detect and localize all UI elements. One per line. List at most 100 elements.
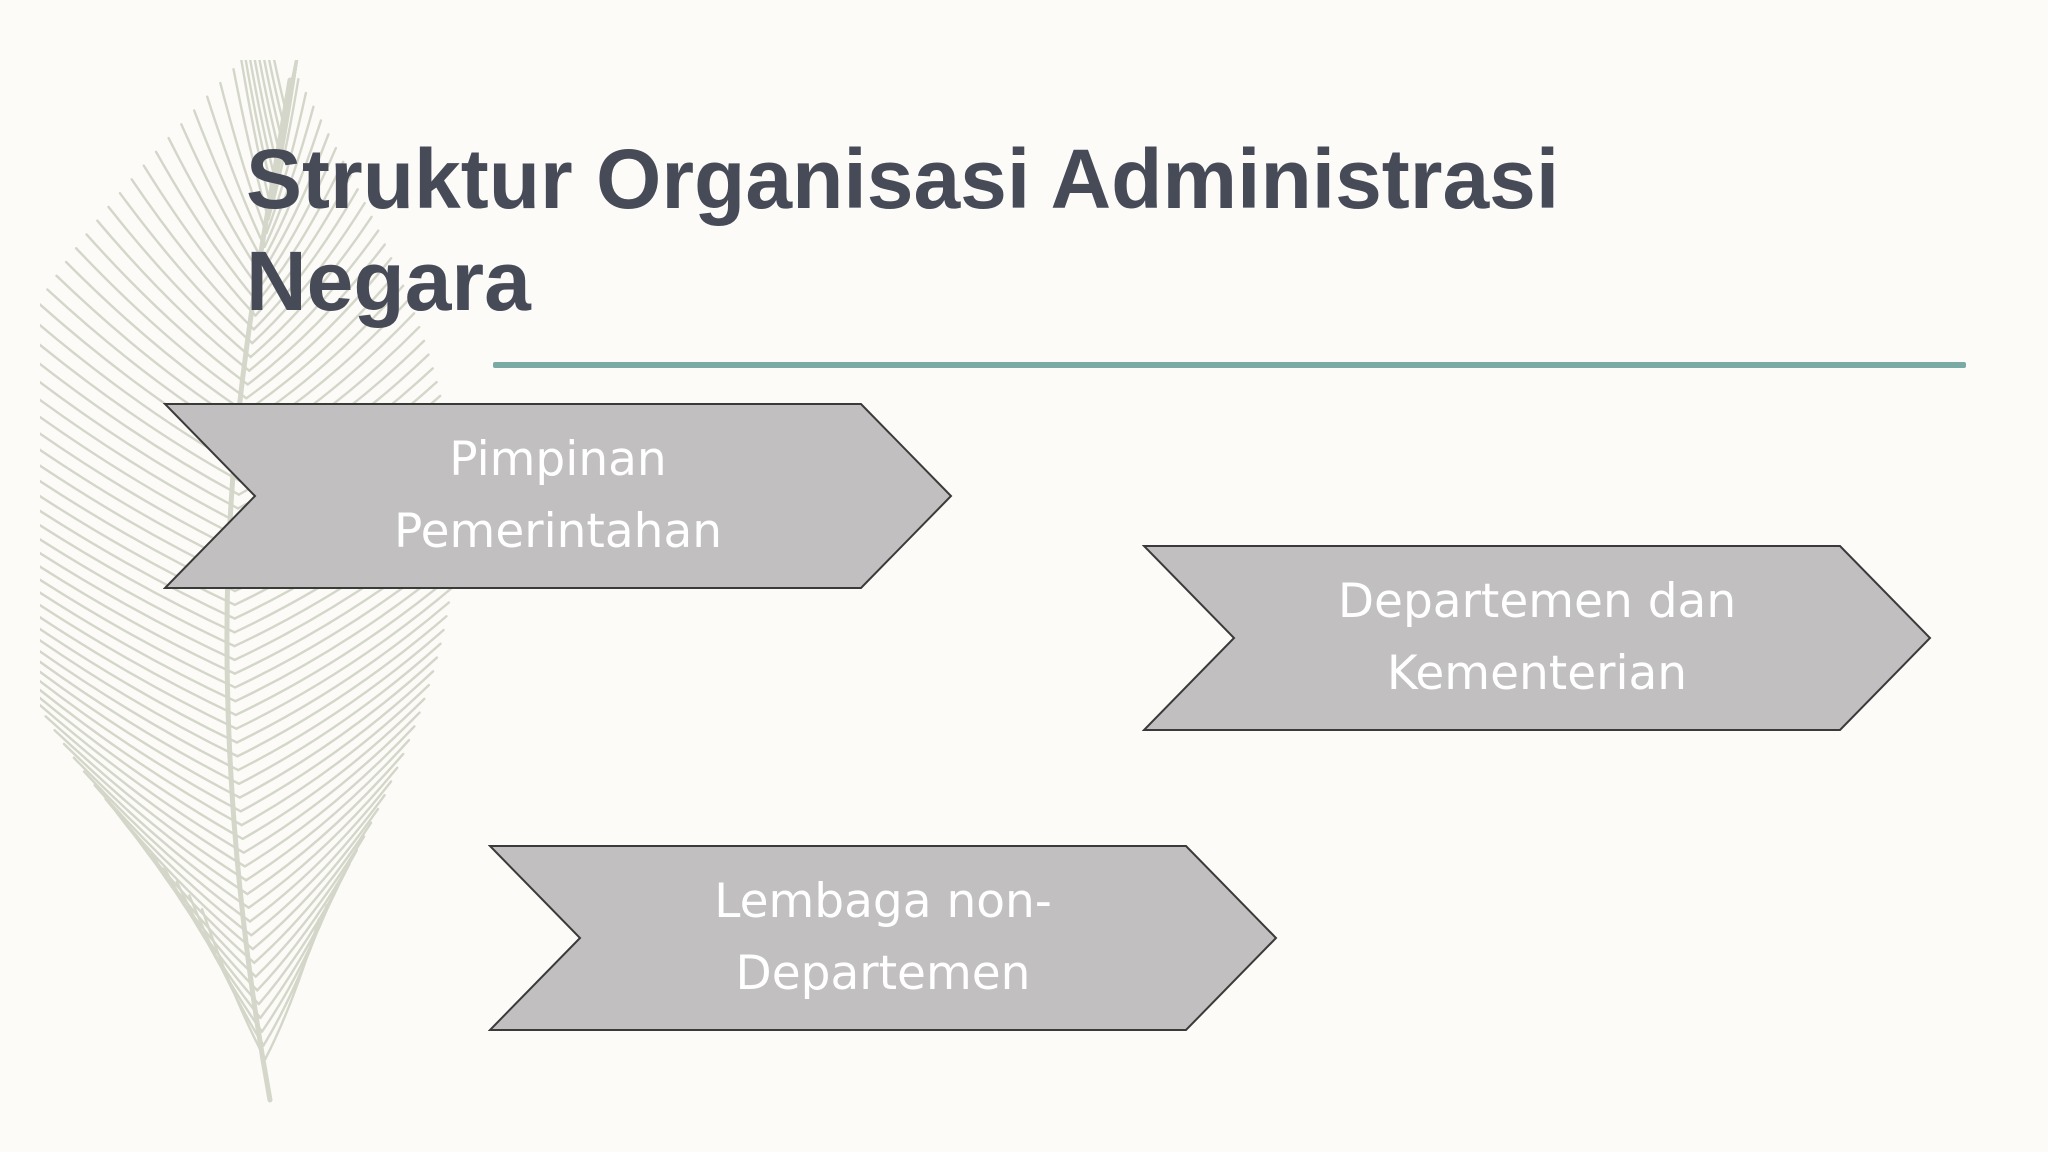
feather-barb xyxy=(40,649,240,772)
feather-barb xyxy=(284,60,298,111)
feather-barb xyxy=(167,136,261,290)
feather-barb xyxy=(246,752,405,896)
feather-barb xyxy=(40,551,236,662)
feather-barb xyxy=(82,770,252,923)
feather-barb xyxy=(237,628,445,772)
feather-barb xyxy=(272,60,287,111)
feather-barb xyxy=(259,133,330,276)
feather-barb xyxy=(206,95,266,248)
feather-barb xyxy=(85,233,249,386)
feather-barb xyxy=(130,178,256,331)
feather-barb xyxy=(40,415,238,538)
feather-barb xyxy=(243,725,416,868)
chevron-label: Departemen dan Kementerian xyxy=(1337,574,1737,701)
feather-barb xyxy=(115,811,256,965)
feather-barb xyxy=(72,756,250,909)
feather-barb xyxy=(40,627,239,744)
feather-barb xyxy=(40,509,236,620)
feather-barb xyxy=(118,191,254,345)
feather-barb xyxy=(238,656,439,799)
feather-barb xyxy=(235,587,453,730)
feather-barb xyxy=(253,60,279,166)
feather-barb xyxy=(244,738,411,882)
feather-barb xyxy=(40,603,238,717)
title-divider xyxy=(493,362,1966,368)
feather-barb xyxy=(219,81,268,235)
chevron-lembaga-non-departemen: Lembaga non- Departemen xyxy=(488,844,1278,1032)
feather-barb xyxy=(249,60,276,180)
feather-barb xyxy=(180,123,263,276)
feather-barb xyxy=(242,711,421,854)
feather-barb xyxy=(62,742,249,896)
feather-barb xyxy=(250,794,386,937)
chevron-shape xyxy=(488,845,1278,1031)
feather-barb xyxy=(40,578,237,689)
feather-barb xyxy=(40,591,237,703)
feather-barb xyxy=(40,688,243,827)
feather-barb xyxy=(254,174,352,317)
feather-barb xyxy=(247,766,399,909)
feather-barb xyxy=(40,432,238,551)
feather-barb xyxy=(236,615,448,758)
chevron-shape xyxy=(163,403,953,589)
feather-barb xyxy=(40,660,241,785)
feather-barb xyxy=(40,537,236,648)
feather-barb xyxy=(267,60,285,125)
feather-barb xyxy=(239,670,435,813)
chevron-departemen-kementerian: Departemen dan Kementerian xyxy=(1142,544,1932,732)
feather-barb xyxy=(248,780,393,923)
feather-barb xyxy=(252,188,359,331)
feather-barb xyxy=(40,380,240,510)
feather-barb xyxy=(256,160,345,304)
feather-barb xyxy=(263,60,283,138)
feather-barb xyxy=(267,78,300,221)
chevron-label: Pimpinan Pemerintahan xyxy=(393,432,723,559)
feather-barb xyxy=(251,201,366,345)
feather-barb xyxy=(96,219,251,372)
feather-barb xyxy=(40,362,240,496)
feather-barb xyxy=(40,670,242,799)
feather-barb xyxy=(256,849,358,992)
feather-barb xyxy=(257,862,351,1006)
feather-barb xyxy=(241,697,426,841)
chevron-label: Lembaga non- Departemen xyxy=(714,874,1052,1001)
chevron-pimpinan-pemerintahan: Pimpinan Pemerintahan xyxy=(163,402,953,590)
feather-barb xyxy=(40,703,245,854)
feather-barb xyxy=(258,60,281,152)
feather-barb xyxy=(40,523,236,634)
feather-barb xyxy=(261,119,323,262)
feather-barb xyxy=(251,807,380,951)
feather-barb xyxy=(247,229,380,372)
feather-barb xyxy=(64,260,247,414)
feather-barb xyxy=(40,615,238,730)
feather-barb xyxy=(234,573,454,717)
feather-barb xyxy=(240,683,431,827)
feather-barb xyxy=(192,109,264,262)
feather-barb xyxy=(240,60,272,207)
chevron-shape xyxy=(1142,545,1932,731)
feather-barb xyxy=(142,164,257,317)
feather-barb xyxy=(235,601,451,744)
feather-barb xyxy=(104,797,254,951)
feather-barb xyxy=(40,679,242,813)
feather-barb xyxy=(40,398,239,524)
feather-barb xyxy=(249,215,373,359)
feather-barb xyxy=(40,696,244,841)
feather-barb xyxy=(243,270,399,414)
feather-barb xyxy=(246,243,386,386)
feather-barb xyxy=(232,68,270,221)
feather-barb xyxy=(254,835,366,978)
feather-barb xyxy=(44,715,247,868)
feather-barb xyxy=(237,642,442,785)
feather-barb xyxy=(265,91,308,235)
feather-barb xyxy=(253,821,373,965)
feather-barb xyxy=(53,728,248,882)
feather-barb xyxy=(245,257,393,400)
feather-barb xyxy=(244,60,274,193)
feather-barb xyxy=(40,343,241,483)
feather-barb xyxy=(154,150,259,304)
feather-barb xyxy=(40,638,239,758)
feather-barb xyxy=(107,205,252,359)
feather-barb xyxy=(40,565,237,675)
